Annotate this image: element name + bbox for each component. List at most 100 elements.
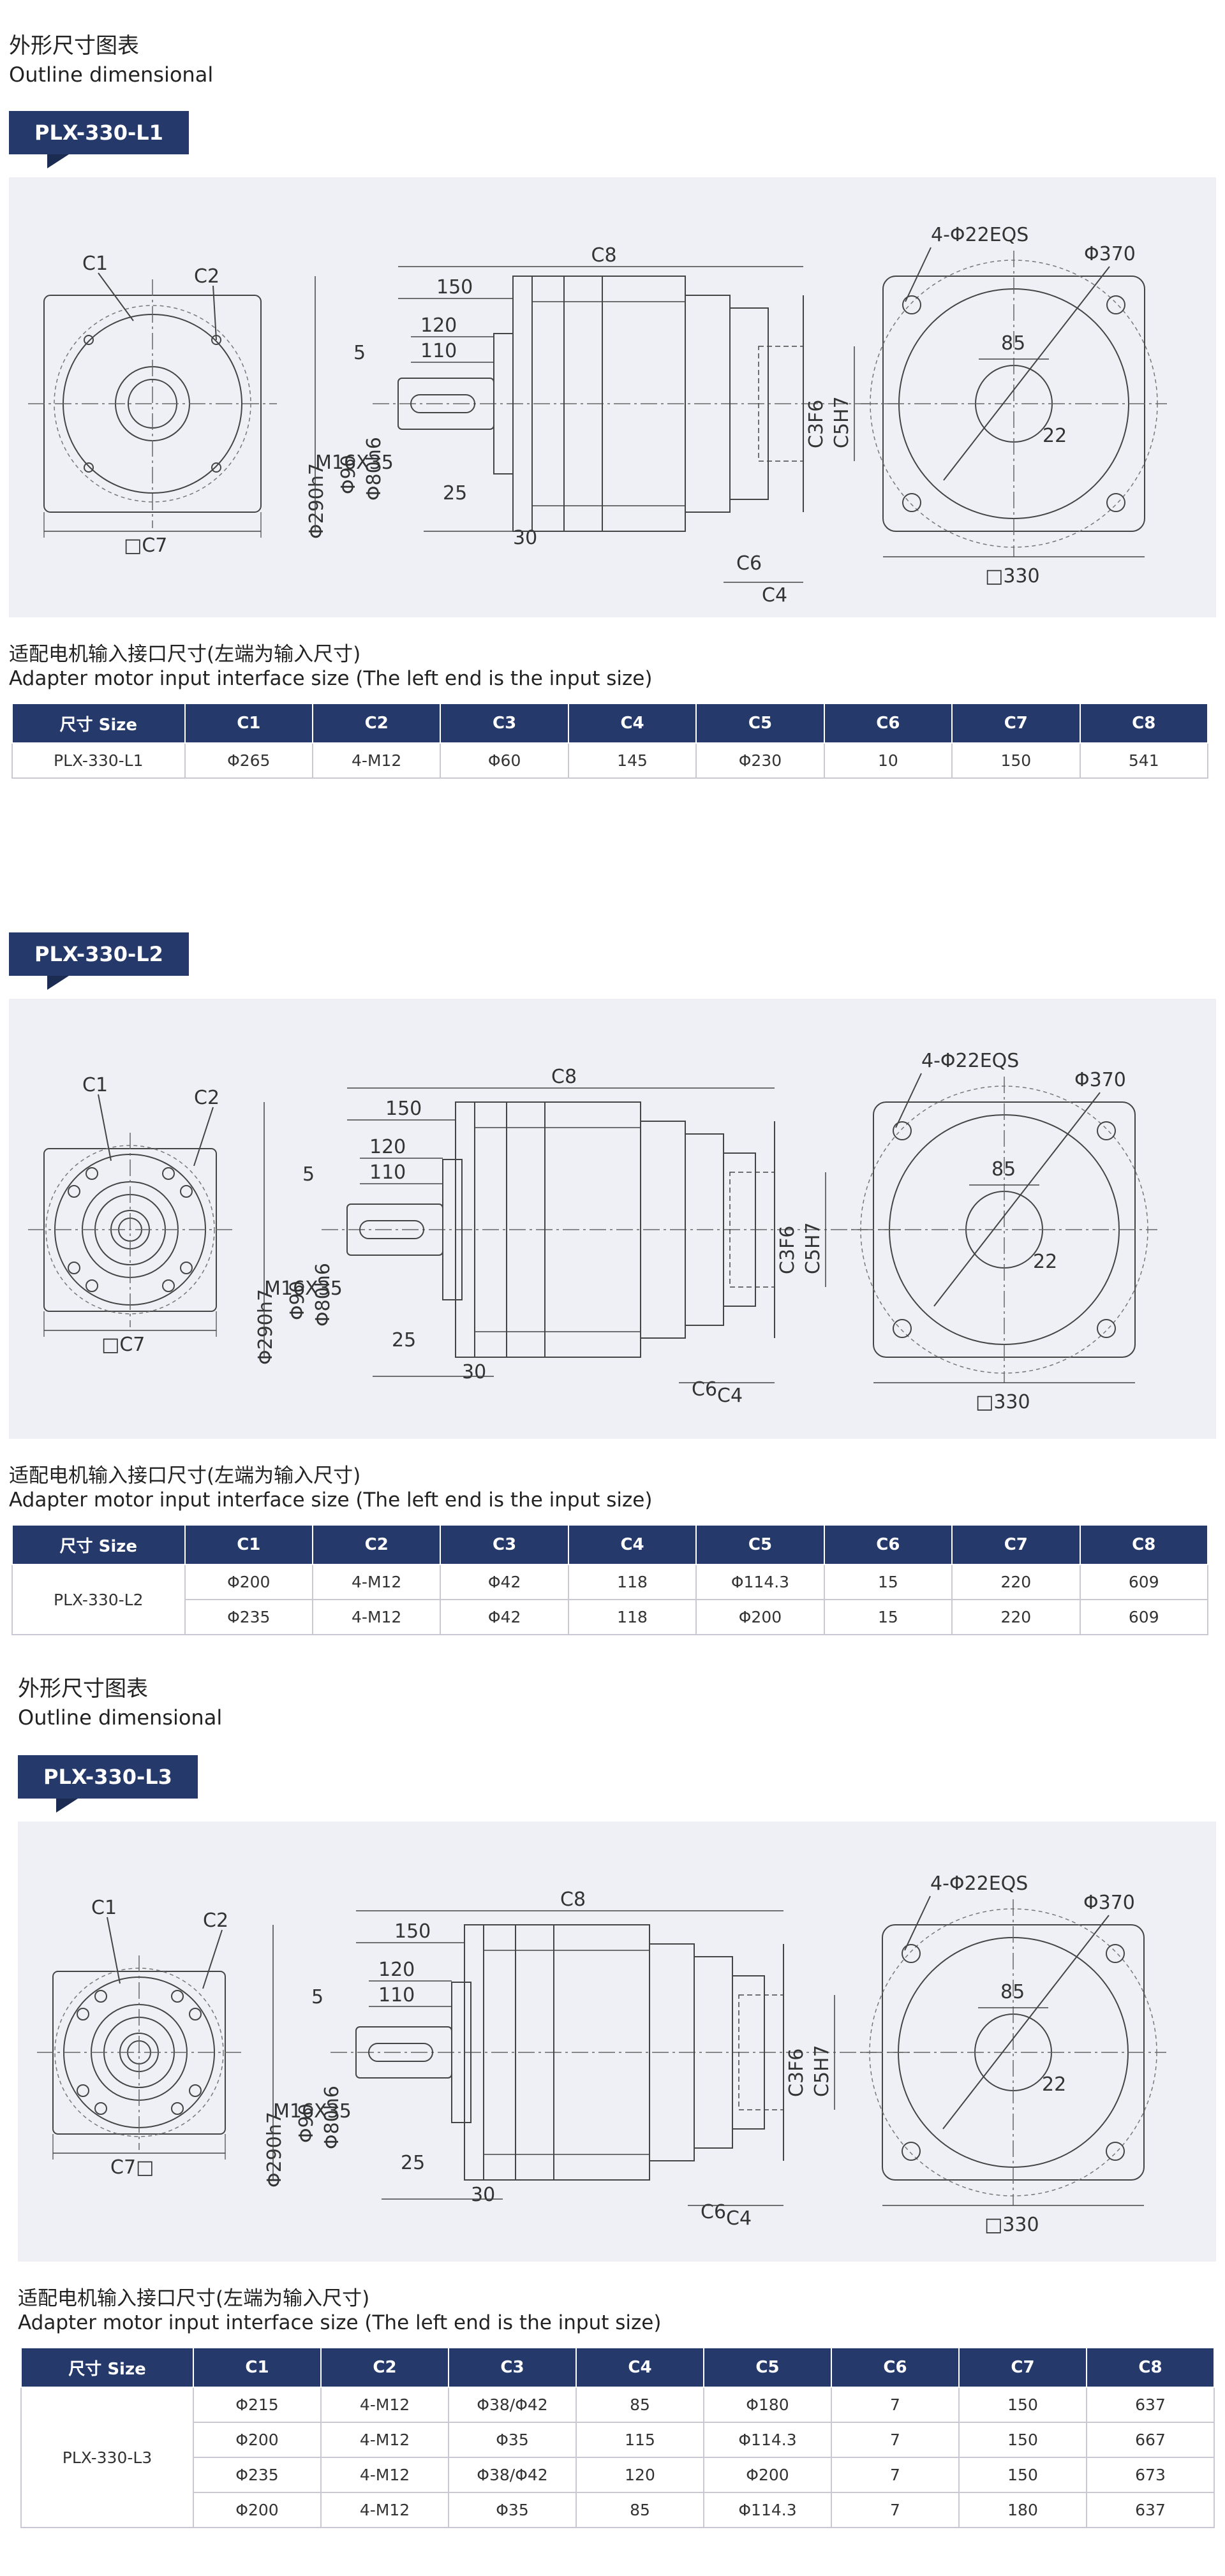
table-cell: Φ265 bbox=[184, 742, 313, 779]
dimension-label: C2 bbox=[203, 1910, 228, 1932]
drawing-outline bbox=[368, 2043, 433, 2062]
dimension-label: C8 bbox=[591, 244, 617, 267]
table-header-cell: C3 bbox=[440, 703, 569, 744]
dimension-label: C2 bbox=[194, 1087, 219, 1109]
dimension-label: Φ290h7 bbox=[255, 1289, 277, 1365]
table-cell: Φ215 bbox=[193, 2387, 322, 2423]
dimension-label: Φ370 bbox=[1074, 1069, 1126, 1091]
table-cell: 7 bbox=[831, 2457, 960, 2493]
dimension-label: 120 bbox=[420, 314, 457, 337]
dimension-label: C6 bbox=[701, 2201, 726, 2223]
dimension-label: Φ80h6 bbox=[312, 1263, 334, 1327]
caption-zh-l1: 适配电机输入接口尺寸(左端为输入尺寸) bbox=[9, 643, 361, 666]
table-header-cell: C1 bbox=[184, 1524, 313, 1565]
drawing-line bbox=[202, 1929, 223, 1989]
table-cell: 180 bbox=[958, 2492, 1087, 2528]
table-cell: 150 bbox=[958, 2387, 1087, 2423]
table-cell: Φ42 bbox=[440, 1564, 569, 1600]
dimension-label: Φ290h7 bbox=[306, 463, 328, 539]
drawing-line bbox=[212, 285, 217, 341]
table-cell: 609 bbox=[1079, 1599, 1209, 1635]
drawing-circle bbox=[1097, 1121, 1116, 1140]
drawing-line bbox=[904, 1895, 931, 1951]
table-header-cell: C3 bbox=[440, 1524, 569, 1565]
drawing-line bbox=[98, 1094, 112, 1161]
table-cell: 7 bbox=[831, 2422, 960, 2458]
dimension-label: 85 bbox=[1001, 332, 1025, 355]
dimension-label: C3F6 bbox=[785, 2049, 808, 2097]
dimension-label: M16X35 bbox=[264, 1277, 343, 1300]
dimension-label: 22 bbox=[1042, 2073, 1066, 2096]
table-cell: 118 bbox=[567, 1564, 697, 1600]
table-cell: 85 bbox=[575, 2492, 704, 2528]
table-header-cell: C4 bbox=[567, 1524, 697, 1565]
table-cell: 150 bbox=[951, 742, 1081, 779]
table-header-cell: 尺寸 Size bbox=[11, 703, 186, 744]
dimension-label: Φ370 bbox=[1084, 243, 1136, 265]
dimension-label: 4-Φ22EQS bbox=[930, 1873, 1028, 1895]
table-cell: 7 bbox=[831, 2387, 960, 2423]
table-cell: 15 bbox=[823, 1599, 953, 1635]
drawing-circle bbox=[77, 2008, 89, 2020]
dimension-label: Φ80h6 bbox=[363, 437, 385, 501]
drawing-circle bbox=[889, 1114, 1120, 1345]
drawing-circle bbox=[94, 2102, 107, 2115]
page-title-zh: 外形尺寸图表 bbox=[9, 33, 139, 59]
table-header-cell: C8 bbox=[1079, 1524, 1209, 1565]
table-cell: Φ114.3 bbox=[703, 2492, 832, 2528]
drawing-circle bbox=[189, 2084, 202, 2097]
table-header-cell: C1 bbox=[193, 2347, 322, 2388]
drawing-circle bbox=[85, 1279, 98, 1292]
dimension-label: C3F6 bbox=[805, 400, 828, 448]
dimension-label: C5H7 bbox=[831, 396, 853, 448]
dimension-label: □330 bbox=[984, 2214, 1039, 2236]
dimension-label: M16X35 bbox=[315, 452, 394, 474]
table-cell: 115 bbox=[575, 2422, 704, 2458]
drawing-circle bbox=[84, 462, 94, 473]
drawing-outline bbox=[442, 1159, 463, 1300]
table-header-cell: C1 bbox=[184, 703, 313, 744]
drawing-line bbox=[905, 247, 932, 302]
table-header-cell: C4 bbox=[567, 703, 697, 744]
drawing-line bbox=[193, 1107, 214, 1167]
table-cell: Φ235 bbox=[184, 1599, 313, 1635]
drawing-circle bbox=[1106, 2142, 1125, 2161]
table-cell: Φ200 bbox=[184, 1564, 313, 1600]
drawing-outline bbox=[359, 1220, 424, 1239]
table-header-cell: C4 bbox=[575, 2347, 704, 2388]
table-cell: 667 bbox=[1086, 2422, 1215, 2458]
drawing-line bbox=[895, 1073, 922, 1128]
dimension-label: 110 bbox=[378, 1984, 415, 2006]
dimension-label: □C7 bbox=[101, 1334, 145, 1356]
table-header-cell: 尺寸 Size bbox=[11, 1524, 186, 1565]
table-cell: 4-M12 bbox=[311, 1599, 442, 1635]
dimension-label: C1 bbox=[82, 253, 108, 275]
dimension-label: 5 bbox=[302, 1163, 315, 1186]
table-cell: 637 bbox=[1086, 2387, 1215, 2423]
drawing-circle bbox=[68, 1185, 80, 1198]
table-cell: 220 bbox=[951, 1599, 1081, 1635]
dimension-label: M16X35 bbox=[273, 2100, 352, 2123]
table-cell: 541 bbox=[1079, 742, 1209, 779]
dimension-label: 5 bbox=[311, 1986, 323, 2008]
dimension-label: C4 bbox=[762, 584, 787, 607]
caption-en-l1: Adapter motor input interface size (The … bbox=[9, 667, 653, 690]
table-cell: Φ38/Φ42 bbox=[448, 2457, 577, 2493]
drawing-circle bbox=[893, 1121, 912, 1140]
dimension-label: 30 bbox=[513, 527, 537, 549]
section-title-zh-l3: 外形尺寸图表 bbox=[18, 1676, 148, 1702]
table-cell: Φ200 bbox=[695, 1599, 825, 1635]
table-cell: Φ38/Φ42 bbox=[448, 2387, 577, 2423]
dimension-label: 110 bbox=[369, 1161, 406, 1184]
dimension-label: 110 bbox=[420, 340, 457, 362]
table-header-cell: C5 bbox=[703, 2347, 832, 2388]
dimension-label: 150 bbox=[394, 1920, 431, 1943]
table-cell: 4-M12 bbox=[320, 2422, 449, 2458]
dimension-label: C5H7 bbox=[811, 2045, 833, 2097]
dimension-label: 150 bbox=[436, 276, 473, 298]
